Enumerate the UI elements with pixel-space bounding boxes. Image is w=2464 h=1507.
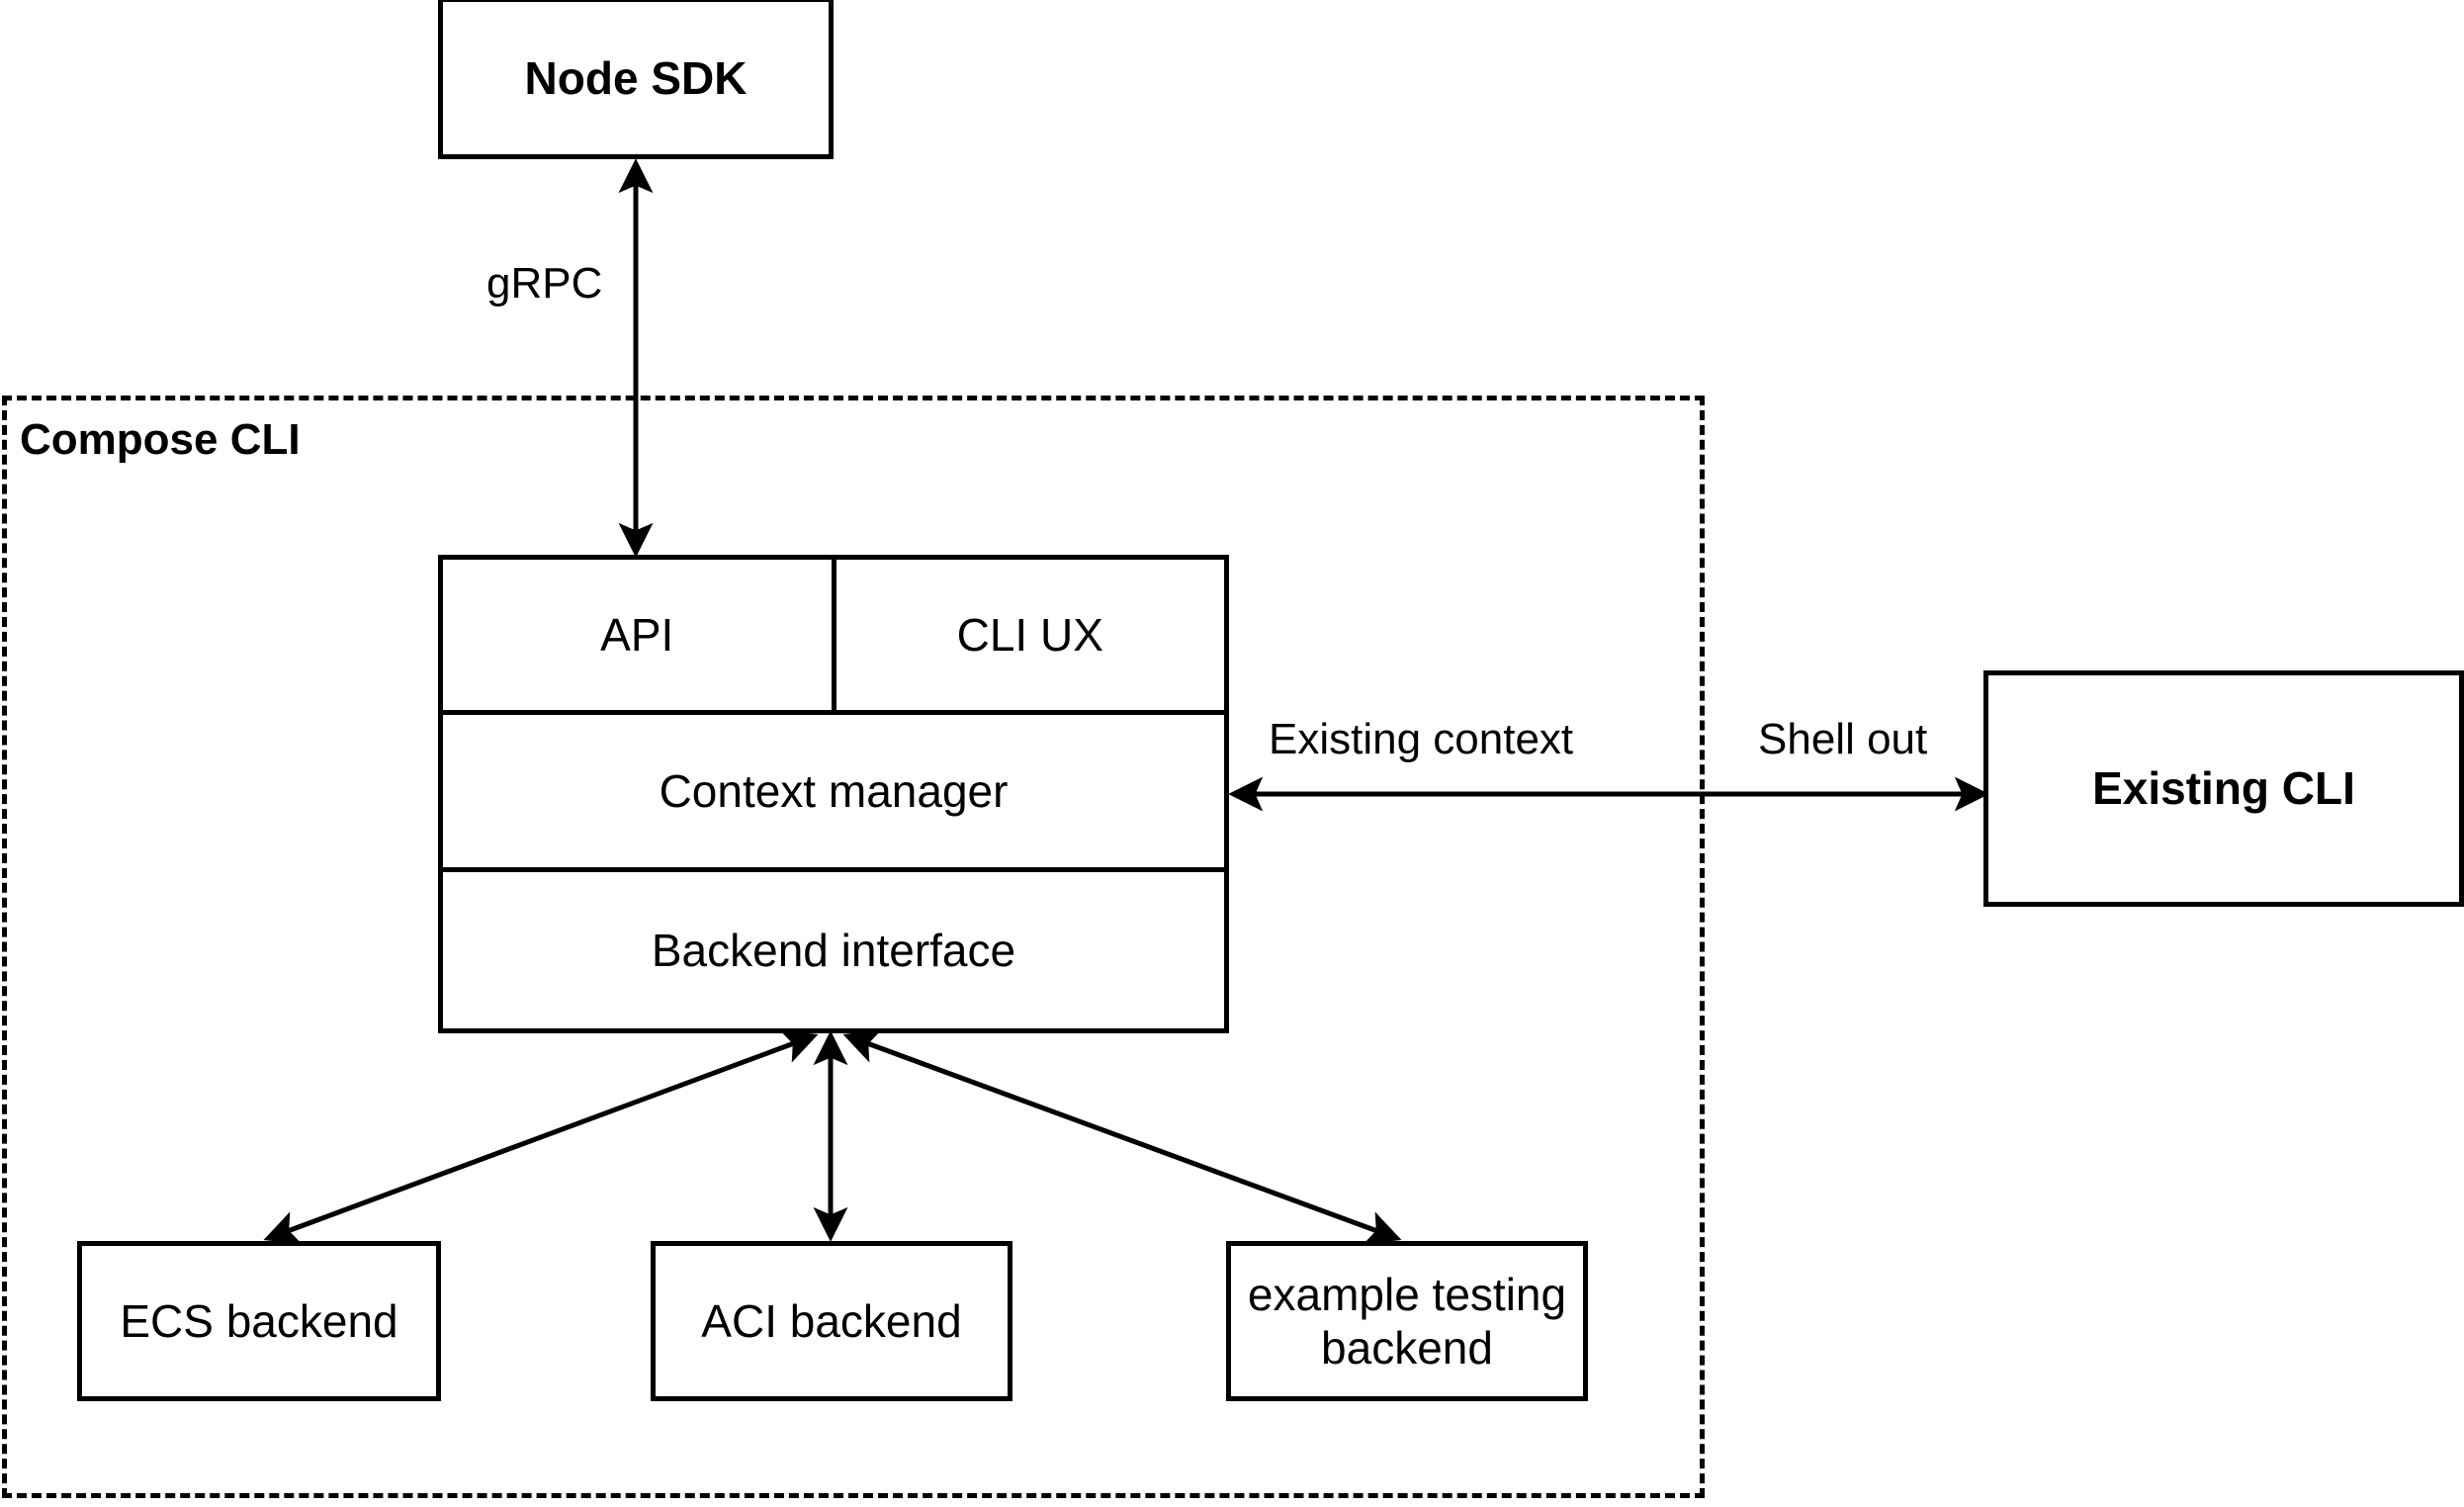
node-sdk-box[interactable]: Node SDK [438, 0, 834, 159]
aci-backend-label: ACI backend [701, 1294, 962, 1347]
api-cell[interactable]: API [443, 560, 836, 711]
example-testing-backend-label-line1: example testing [1247, 1268, 1567, 1320]
example-testing-backend-label-line2: backend [1321, 1322, 1493, 1374]
edge-label-existing-context: Existing context [1269, 715, 1574, 763]
existing-cli-box[interactable]: Existing CLI [1983, 670, 2464, 907]
stack-row-api-cliux: API CLI UX [443, 560, 1225, 716]
ecs-backend-label: ECS backend [120, 1294, 398, 1347]
ecs-backend-box[interactable]: ECS backend [77, 1241, 441, 1401]
example-testing-backend-box[interactable]: example testing backend [1226, 1241, 1588, 1401]
edge-label-shell-out: Shell out [1758, 715, 1928, 763]
edge-ecs-arrow [263, 1029, 819, 1245]
compose-cli-group-label: Compose CLI [20, 415, 301, 464]
api-label: API [600, 609, 674, 662]
cli-ux-label: CLI UX [956, 609, 1103, 662]
backend-interface-cell[interactable]: Backend interface [443, 872, 1224, 1028]
existing-cli-label: Existing CLI [2092, 762, 2355, 815]
node-sdk-label: Node SDK [524, 51, 748, 104]
cli-ux-cell[interactable]: CLI UX [836, 560, 1225, 710]
example-testing-backend-label: example testing backend [1238, 1268, 1576, 1375]
context-manager-label: Context manager [659, 765, 1009, 818]
backend-interface-label: Backend interface [651, 924, 1016, 976]
context-manager-cell[interactable]: Context manager [443, 715, 1224, 872]
edge-label-grpc: gRPC [486, 259, 603, 308]
compose-cli-group-boundary [2, 396, 1705, 1498]
aci-backend-box[interactable]: ACI backend [651, 1241, 1012, 1401]
edge-example-arrow [842, 1029, 1402, 1245]
compose-cli-stack: API CLI UX Context manager Backend inter… [438, 555, 1229, 1033]
